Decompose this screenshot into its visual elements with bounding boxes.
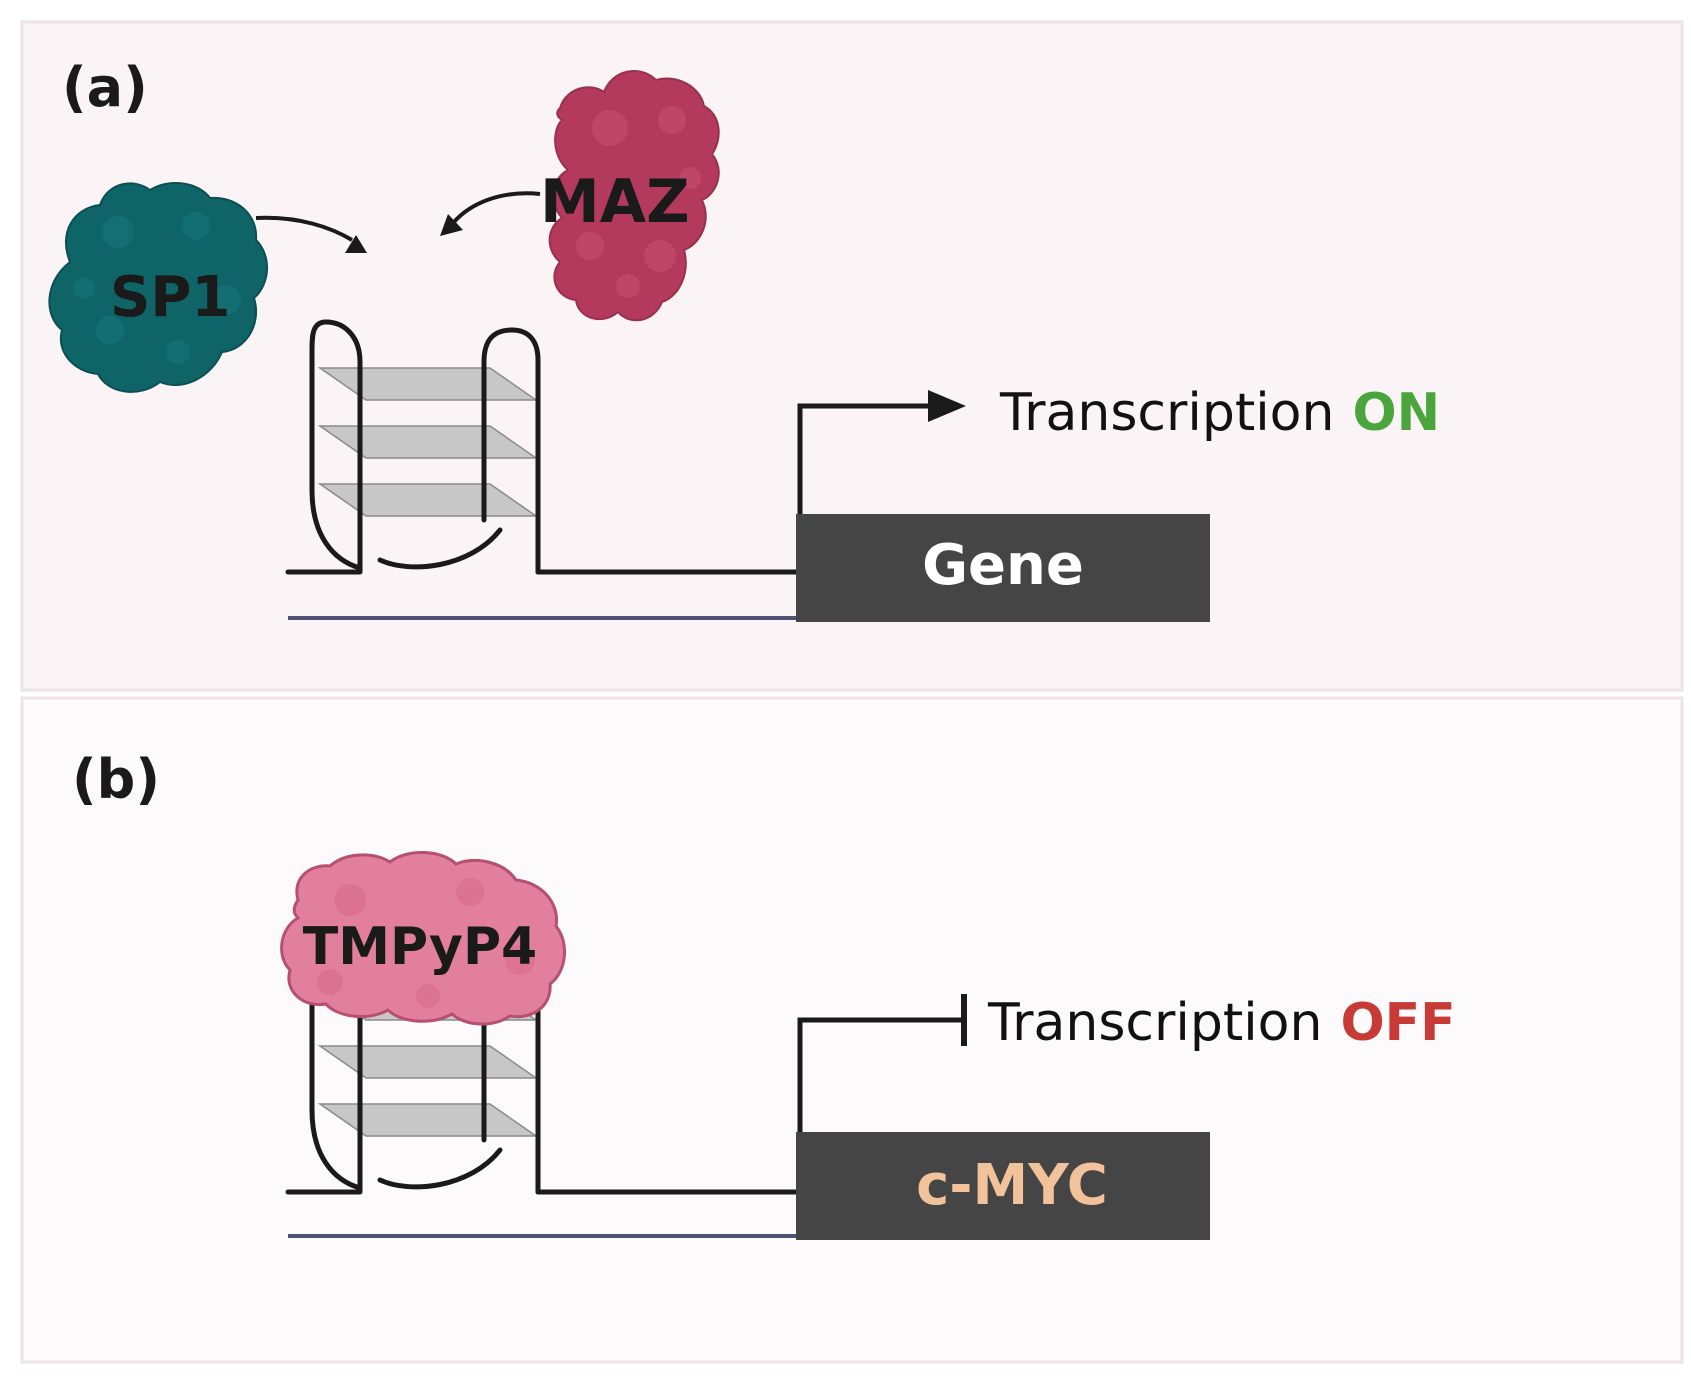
sp1-label: SP1 — [110, 265, 230, 330]
gene-label: Gene — [922, 533, 1084, 598]
maz-label: MAZ — [540, 167, 690, 237]
g-quadruplex-a — [285, 319, 803, 620]
sp1-binding-arrow — [255, 215, 367, 253]
transcription-label-b: Transcription — [987, 993, 1322, 1053]
transcription-arrow-on — [797, 390, 966, 514]
gene-box-b: c-MYC — [796, 1132, 1210, 1240]
maz-binding-arrow — [440, 191, 541, 236]
transcription-on-text: Transcription ON — [999, 383, 1440, 443]
panel-b: (b) TMPyP4 — [20, 696, 1684, 1364]
state-on: ON — [1352, 383, 1440, 443]
transcription-off-text: Transcription OFF — [987, 993, 1456, 1053]
c-myc-label: c-MYC — [916, 1153, 1108, 1218]
transcription-blocked-arrow — [797, 994, 967, 1132]
sp1-protein: SP1 — [48, 182, 269, 393]
panel-b-background — [20, 696, 1684, 1364]
panel-a: (a) SP1 MAZ — [20, 20, 1684, 692]
panel-b-label: (b) — [72, 748, 160, 811]
maz-protein: MAZ — [540, 70, 720, 322]
state-off: OFF — [1340, 993, 1455, 1053]
tmpyp4-label: TMPyP4 — [303, 917, 537, 977]
panel-a-label: (a) — [62, 56, 148, 119]
tmpyp4-ligand: TMPyP4 — [280, 850, 567, 1026]
transcription-label-a: Transcription — [999, 383, 1334, 443]
gene-box-a: Gene — [796, 514, 1210, 622]
